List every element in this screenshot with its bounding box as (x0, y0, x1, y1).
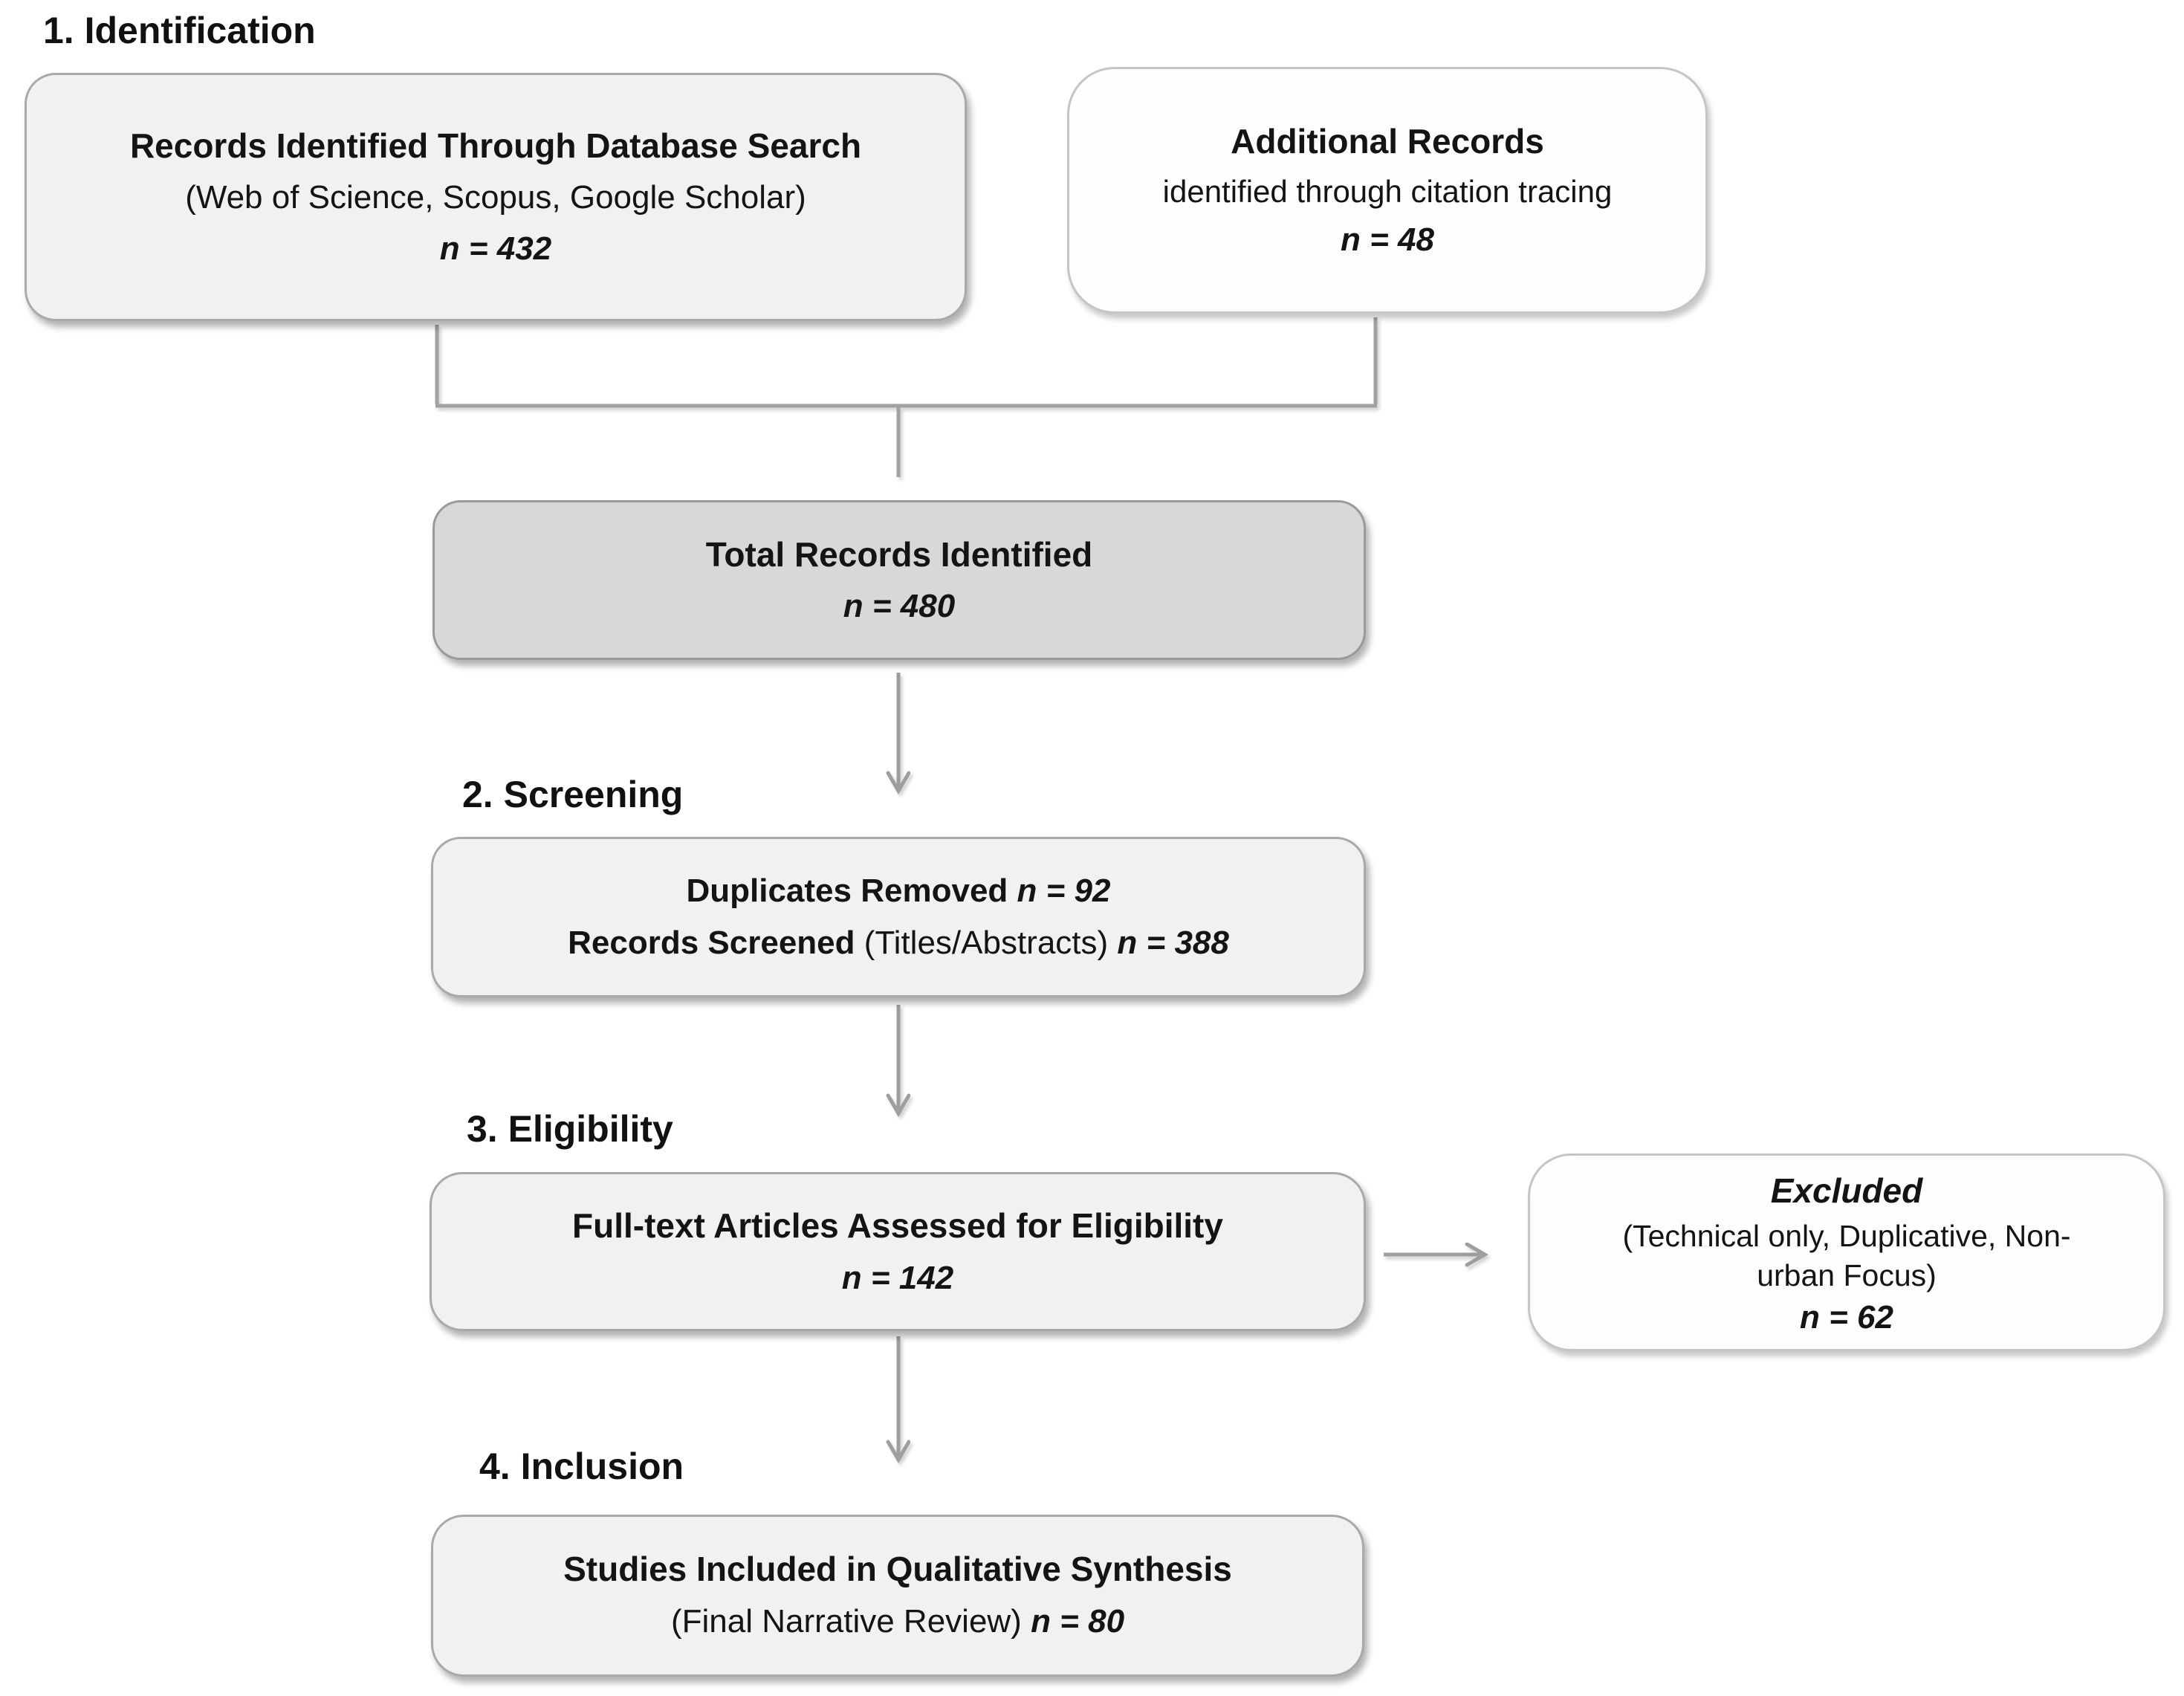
included-subtitle: (Final Narrative Review) (670, 1603, 1022, 1640)
box-excluded: Excluded (Technical only, Duplicative, N… (1528, 1153, 2165, 1351)
additional-records-subtitle: identified through citation tracing (1162, 174, 1613, 210)
screening-screened-label: Records Screened (568, 925, 855, 961)
box-eligibility: Full-text Articles Assessed for Eligibil… (430, 1172, 1366, 1331)
stage-label-screening: 2. Screening (462, 774, 684, 815)
screening-duplicates-count: n = 92 (1017, 872, 1111, 909)
box-screening: Duplicates Removed n = 92 Records Screen… (431, 837, 1366, 997)
box-additional-records: Additional Records identified through ci… (1067, 67, 1708, 314)
screening-screened-count: n = 388 (1117, 925, 1229, 961)
screening-line-screened: Records Screened (Titles/Abstracts) n = … (568, 917, 1229, 969)
database-search-sources: (Web of Science, Scopus, Google Scholar) (185, 179, 806, 216)
screening-screened-detail: (Titles/Abstracts) (863, 925, 1109, 961)
stage-label-inclusion: 4. Inclusion (479, 1446, 684, 1487)
excluded-reasons-line2: urban Focus) (1757, 1258, 1937, 1292)
additional-records-count: n = 48 (1341, 221, 1434, 259)
box-total-records: Total Records Identified n = 480 (432, 500, 1366, 660)
excluded-title: Excluded (1770, 1171, 1923, 1210)
eligibility-count: n = 142 (841, 1259, 954, 1296)
eligibility-title: Full-text Articles Assessed for Eligibil… (572, 1206, 1223, 1246)
screening-duplicates-label: Duplicates Removed (686, 872, 1008, 909)
stage-label-eligibility: 3. Eligibility (467, 1108, 673, 1150)
included-title: Studies Included in Qualitative Synthesi… (563, 1550, 1232, 1589)
database-search-count: n = 432 (439, 230, 552, 267)
excluded-reasons-line1: (Technical only, Duplicative, Non- (1622, 1218, 2071, 1253)
total-records-title: Total Records Identified (705, 534, 1093, 574)
total-records-count: n = 480 (843, 588, 956, 625)
included-subtitle-line: (Final Narrative Review) n = 80 (671, 1596, 1124, 1648)
additional-records-title: Additional Records (1231, 121, 1544, 161)
database-search-title: Records Identified Through Database Sear… (129, 126, 862, 166)
excluded-count: n = 62 (1800, 1299, 1893, 1336)
included-count: n = 80 (1031, 1603, 1125, 1640)
box-database-search: Records Identified Through Database Sear… (25, 73, 967, 321)
screening-line-duplicates: Duplicates Removed n = 92 (686, 865, 1110, 917)
stage-label-identification: 1. Identification (43, 10, 316, 51)
box-included: Studies Included in Qualitative Synthesi… (431, 1515, 1364, 1677)
